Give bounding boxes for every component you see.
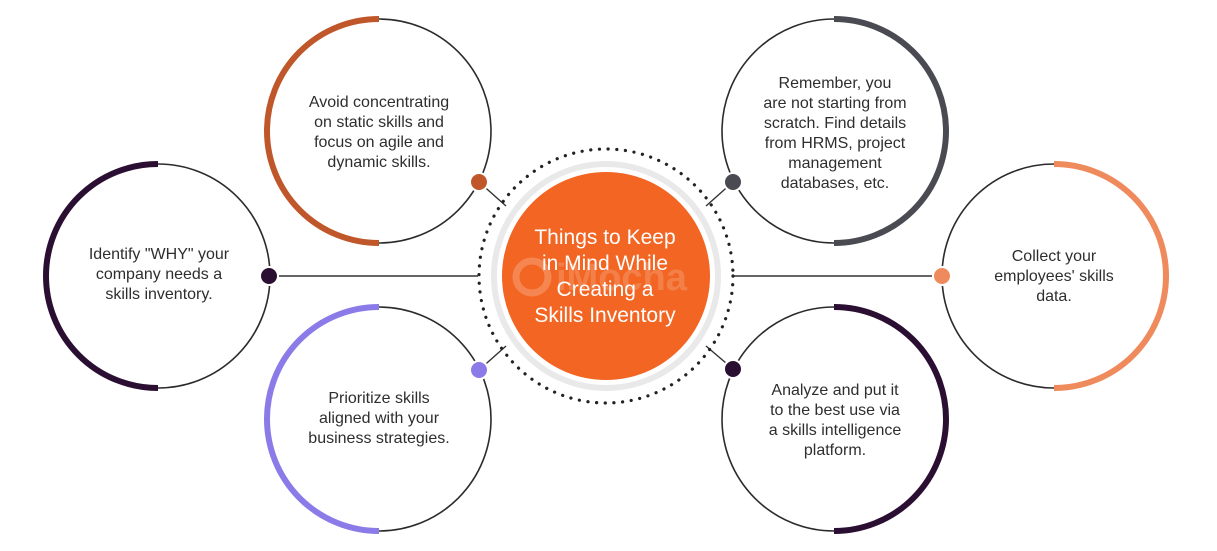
connector-dots <box>259 172 952 380</box>
node-static-dot <box>469 172 489 192</box>
watermark-logo-icon: iMocha <box>512 257 688 299</box>
node-remember-accent-arc <box>833 16 949 246</box>
watermark-text: iMocha <box>556 257 688 299</box>
node-analyze-accent-arc <box>833 304 949 534</box>
node-remember-text: Remember, you are not starting from scra… <box>763 75 907 192</box>
node-why-dot <box>259 266 279 286</box>
node-prioritize-accent-arc <box>264 304 380 534</box>
node-prioritize-text: Prioritize skills aligned with your busi… <box>308 390 450 447</box>
node-analyze-text: Analyze and put it to the best use via a… <box>768 382 902 459</box>
node-collect-accent-arc <box>1053 161 1169 391</box>
node-prioritize-dot <box>469 360 489 380</box>
center-dotted-ring <box>477 147 735 405</box>
center-title: Things to Keep in Mind While Creating a … <box>534 226 676 327</box>
node-why-text: Identify "WHY" your company needs a skil… <box>88 246 230 303</box>
node-collect-text: Collect your employees' skills data. <box>994 248 1114 305</box>
node-rings <box>43 16 1169 534</box>
node-static-accent-arc <box>264 16 380 246</box>
node-remember-dot <box>723 172 743 192</box>
watermark-logo: iMocha <box>510 252 720 302</box>
center-hub <box>477 147 735 405</box>
center-disc <box>502 172 710 380</box>
node-why-accent-arc <box>43 161 159 391</box>
node-collect-dot <box>932 266 952 286</box>
node-analyze-dot <box>723 359 743 379</box>
node-static-text: Avoid concentrating on static skills and… <box>308 94 450 171</box>
